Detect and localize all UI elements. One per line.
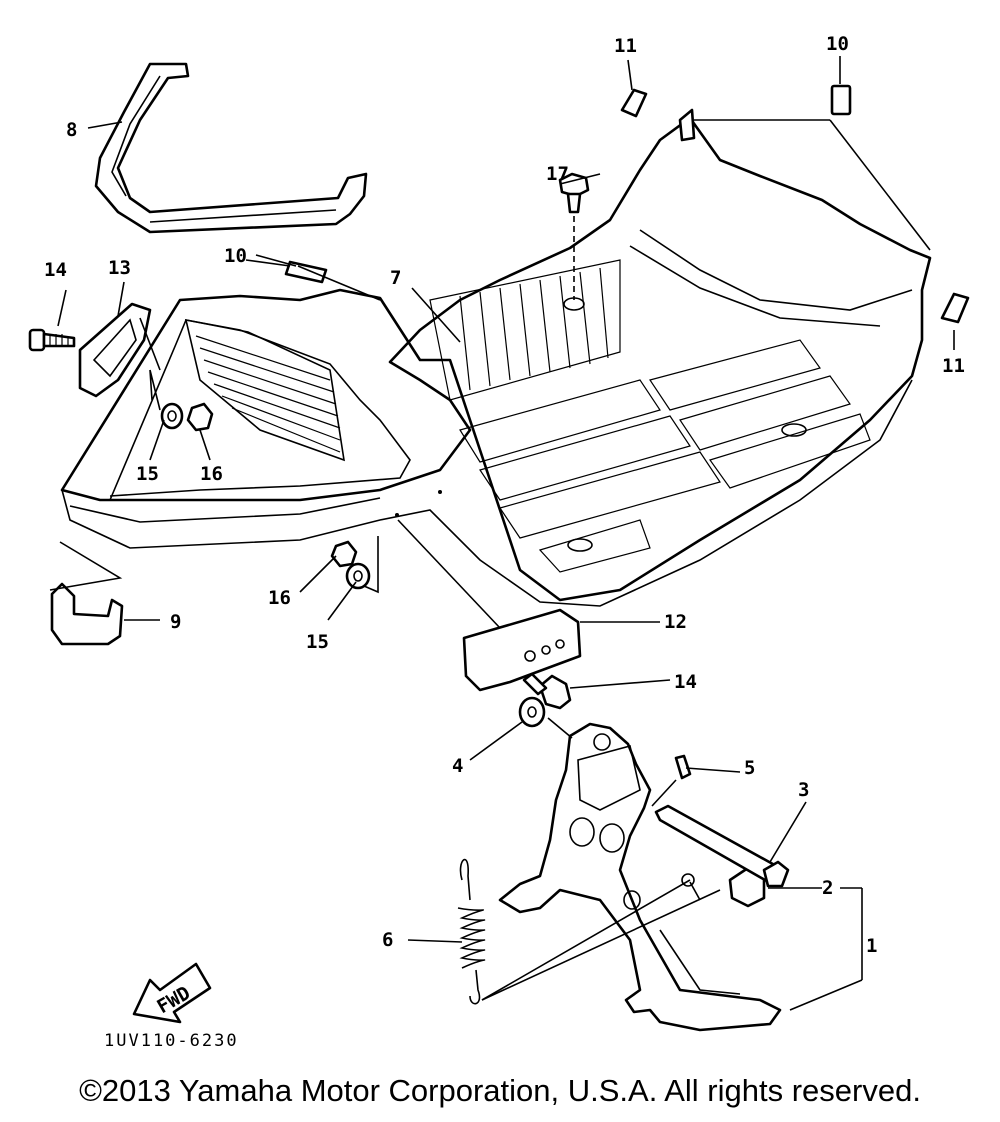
- callout-9: 9: [170, 611, 181, 633]
- part-3-shaft: [654, 804, 790, 888]
- panel-tab: [678, 108, 696, 142]
- callout-1: 1: [866, 935, 877, 957]
- callout-15-lower: 15: [306, 631, 329, 653]
- part-11-pad-top: [620, 88, 648, 118]
- callout-8: 8: [66, 119, 77, 141]
- part-14-bolt-left: [28, 328, 76, 352]
- part-6-spring: [457, 858, 721, 1005]
- part-8-rail: [94, 62, 368, 234]
- drawing-code: 1UV110-6230: [104, 1031, 239, 1051]
- part-10-pad-top: [830, 84, 852, 116]
- part-14-bolt-lower: [522, 672, 572, 710]
- part-10-pad-left: [284, 260, 328, 284]
- part-7-footboard: [60, 116, 932, 607]
- leader-lines: [57, 56, 955, 1011]
- part-1-center-stand: [498, 722, 782, 1032]
- callout-14-left: 14: [44, 259, 67, 281]
- callout-15-upper: 15: [136, 463, 159, 485]
- callout-11-top: 11: [614, 35, 637, 57]
- part-11-pad-right: [940, 292, 970, 324]
- fwd-arrow-icon: FWD: [132, 962, 212, 1024]
- part-9-clip: [49, 541, 124, 646]
- callout-3: 3: [798, 779, 809, 801]
- parts-diagram: FWD 1 2 3 4 5 6 7 8: [28, 33, 970, 1051]
- copyright-notice: ©2013 Yamaha Motor Corporation, U.S.A. A…: [79, 1073, 921, 1108]
- callout-12: 12: [664, 611, 687, 633]
- callout-2: 2: [822, 877, 833, 899]
- part-4-washer: [518, 696, 573, 739]
- part-15-16-hardware-lower: [330, 536, 379, 594]
- callout-16-upper: 16: [200, 463, 223, 485]
- callout-10-left: 10: [224, 245, 247, 267]
- callout-10-top: 10: [826, 33, 849, 55]
- callout-4: 4: [452, 755, 463, 777]
- part-13-bracket: [78, 302, 152, 398]
- callout-7: 7: [390, 267, 401, 289]
- callout-16-lower: 16: [268, 587, 291, 609]
- callout-14-lower: 14: [674, 671, 697, 693]
- callout-13: 13: [108, 257, 131, 279]
- part-12-cover: [397, 519, 582, 692]
- part-5-pin: [651, 754, 692, 807]
- callout-11-right: 11: [942, 355, 965, 377]
- part-15-16-hardware-upper: [149, 369, 214, 432]
- callout-5: 5: [744, 757, 755, 779]
- callout-17: 17: [546, 163, 569, 185]
- callout-6: 6: [382, 929, 393, 951]
